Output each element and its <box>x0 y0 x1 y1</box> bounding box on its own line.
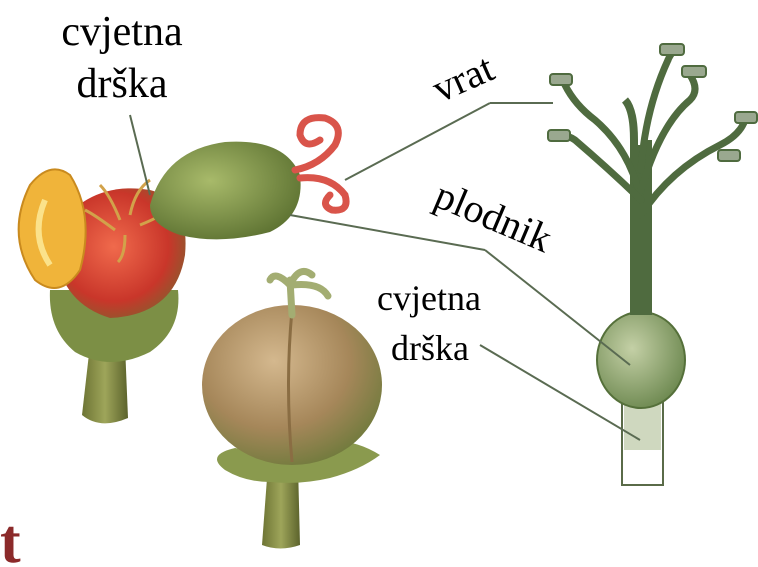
label-pedicel-top-line1: cvjetna <box>61 9 183 55</box>
leader-line-pedicel-top <box>130 115 150 195</box>
bud-illustration <box>150 118 346 240</box>
label-pedicel-mid-line2: drška <box>391 328 469 368</box>
label-ovary: plodnik <box>428 172 558 261</box>
label-pedicel-mid-line1: cvjetna <box>377 278 481 318</box>
bud-body <box>150 142 301 240</box>
flower-petal <box>19 169 86 288</box>
coiled-style <box>295 118 346 211</box>
fruit-body <box>202 305 382 465</box>
leader-line-style-1 <box>345 103 490 180</box>
corner-text-fragment: t <box>0 508 21 567</box>
fruit-illustration <box>202 271 382 548</box>
leader-line-ovary-2 <box>485 250 630 365</box>
pistil-schematic <box>548 44 757 485</box>
label-pedicel-top-line2: drška <box>77 61 168 107</box>
pistil-ovary <box>597 312 685 408</box>
label-style: vrat <box>425 45 500 111</box>
